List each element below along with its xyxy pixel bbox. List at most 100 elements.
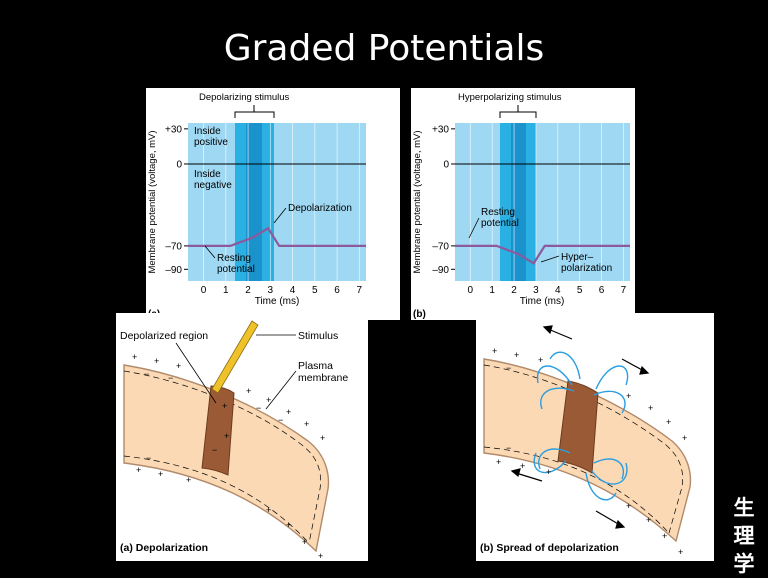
svg-text:+: + bbox=[546, 467, 551, 477]
svg-text:+: + bbox=[286, 407, 291, 417]
x-tick-label: 7 bbox=[621, 285, 627, 296]
svg-text:−: − bbox=[146, 453, 151, 463]
svg-text:+: + bbox=[266, 505, 271, 515]
x-tick-label: 1 bbox=[223, 285, 229, 296]
svg-text:+: + bbox=[186, 475, 191, 485]
stimulus-bracket bbox=[234, 105, 275, 118]
svg-text:−: − bbox=[506, 363, 511, 373]
svg-text:+: + bbox=[666, 417, 671, 427]
leader-line bbox=[265, 370, 297, 410]
axon-segment bbox=[483, 358, 692, 543]
svg-text:+: + bbox=[514, 350, 519, 360]
svg-text:+: + bbox=[154, 356, 159, 366]
x-tick-label: 5 bbox=[577, 285, 583, 296]
svg-text:−: − bbox=[168, 373, 173, 383]
seal-char: 生 bbox=[733, 495, 755, 520]
y-tick-label: 0 bbox=[176, 159, 182, 170]
svg-text:+: + bbox=[496, 457, 501, 467]
svg-text:+: + bbox=[302, 537, 307, 547]
membrane-charges: ++++ +++− ++++ +++− bbox=[492, 346, 687, 557]
x-tick-label: 4 bbox=[555, 285, 561, 296]
svg-text:+: + bbox=[678, 547, 683, 557]
stimulus-bracket bbox=[499, 105, 537, 118]
x-tick-label: 5 bbox=[312, 285, 318, 296]
membrane-charges: ++++ ++++ −−−− ++− ++++ +++− bbox=[132, 352, 325, 561]
stimulus-band-core bbox=[246, 123, 262, 281]
y-axis-label: Membrane potential (voltage, mV) bbox=[412, 130, 423, 273]
svg-text:+: + bbox=[136, 465, 141, 475]
y-tick-label: +30 bbox=[432, 124, 449, 135]
x-tick-label: 4 bbox=[290, 285, 296, 296]
svg-text:−: − bbox=[506, 443, 511, 453]
inner-membrane bbox=[483, 446, 670, 534]
stimulus-probe bbox=[211, 320, 259, 394]
svg-text:+: + bbox=[520, 461, 525, 471]
svg-text:+: + bbox=[538, 355, 543, 365]
x-axis-label: Time (ms) bbox=[255, 296, 300, 307]
stimulus-band-core bbox=[511, 123, 526, 281]
x-tick-label: 2 bbox=[245, 285, 251, 296]
y-tick-label: –70 bbox=[432, 241, 449, 252]
seal-char: 理 bbox=[733, 523, 755, 548]
annotation-depolarization: Depolarization bbox=[288, 203, 352, 214]
leader-line bbox=[273, 207, 287, 224]
y-tick-label: 0 bbox=[443, 159, 449, 170]
x-tick-label: 6 bbox=[599, 285, 605, 296]
plot-background bbox=[455, 123, 630, 281]
svg-text:+: + bbox=[132, 352, 137, 362]
svg-text:+: + bbox=[246, 386, 251, 396]
x-tick-label: 3 bbox=[268, 285, 274, 296]
diagram-label: (a) Depolarization bbox=[120, 542, 208, 554]
inner-membrane bbox=[483, 364, 683, 534]
y-tick-label: –90 bbox=[432, 265, 449, 276]
x-axis-label: Time (ms) bbox=[520, 296, 565, 307]
plot-background bbox=[188, 123, 366, 281]
y-tick-label: –90 bbox=[165, 265, 182, 276]
svg-text:+: + bbox=[320, 433, 325, 443]
membrane-potential-trace bbox=[455, 244, 630, 265]
membrane-potential-trace bbox=[188, 226, 366, 247]
x-tick-label: 6 bbox=[334, 285, 340, 296]
svg-text:+: + bbox=[304, 419, 309, 429]
svg-text:+: + bbox=[318, 551, 323, 561]
svg-text:+: + bbox=[224, 431, 229, 441]
x-tick-label: 3 bbox=[533, 285, 539, 296]
svg-text:−: − bbox=[212, 445, 217, 455]
y-tick-label: +30 bbox=[165, 124, 182, 135]
svg-text:+: + bbox=[662, 531, 667, 541]
spread-direction-arrows bbox=[510, 325, 650, 529]
svg-text:+: + bbox=[266, 395, 271, 405]
stimulus-label: Depolarizing stimulus bbox=[199, 92, 290, 103]
svg-text:+: + bbox=[286, 520, 291, 530]
svg-text:+: + bbox=[492, 346, 497, 356]
panel-label: (b) bbox=[413, 309, 426, 320]
stimulus-label: Hyperpolarizing stimulus bbox=[458, 92, 562, 103]
annotation-hyperpolarization: Hyper–polarization bbox=[561, 252, 612, 274]
local-current-arrows bbox=[533, 351, 629, 501]
y-axis-label: Membrane potential (voltage, mV) bbox=[147, 130, 158, 273]
diagram-depolarization: ++++ ++++ −−−− ++− ++++ +++− Depolarized… bbox=[116, 313, 368, 561]
svg-text:+: + bbox=[626, 391, 631, 401]
svg-text:+: + bbox=[682, 433, 687, 443]
x-tick-label: 7 bbox=[357, 285, 363, 296]
leader-line bbox=[540, 255, 560, 263]
svg-text:+: + bbox=[626, 501, 631, 511]
seal-char: 学 bbox=[733, 551, 755, 576]
label-depolarized-region: Depolarized region bbox=[120, 330, 208, 342]
svg-text:−: − bbox=[144, 369, 149, 379]
inner-membrane bbox=[123, 370, 321, 544]
y-tick-label: –70 bbox=[165, 241, 182, 252]
svg-text:−: − bbox=[256, 403, 261, 413]
svg-text:+: + bbox=[158, 469, 163, 479]
svg-text:−: − bbox=[278, 415, 283, 425]
leader-line bbox=[175, 342, 217, 404]
